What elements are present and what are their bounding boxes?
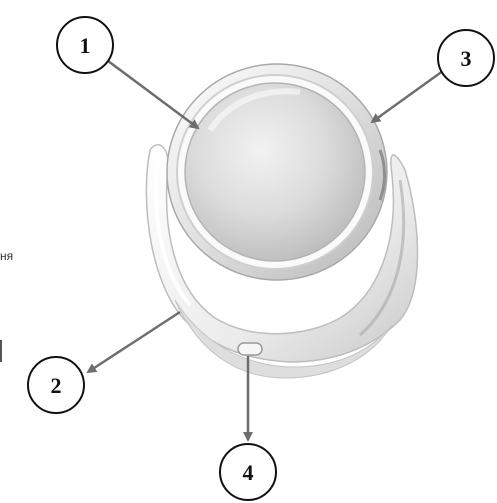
edge-mark	[0, 340, 2, 362]
callout-1: 1	[57, 17, 113, 73]
callout-4: 4	[220, 444, 276, 500]
callout-number: 3	[461, 46, 472, 71]
arrow-2	[88, 312, 180, 372]
callout-number: 4	[243, 460, 254, 485]
edge-text: ня	[0, 249, 13, 263]
mirror-glass	[185, 83, 365, 261]
mirror-head	[167, 64, 387, 280]
callout-2: 2	[28, 357, 84, 413]
callout-number: 1	[80, 33, 91, 58]
callout-number: 2	[51, 373, 62, 398]
arrow-3	[372, 68, 447, 122]
power-button[interactable]	[238, 343, 262, 355]
callout-3: 3	[438, 30, 494, 86]
arrow-1	[100, 55, 198, 128]
